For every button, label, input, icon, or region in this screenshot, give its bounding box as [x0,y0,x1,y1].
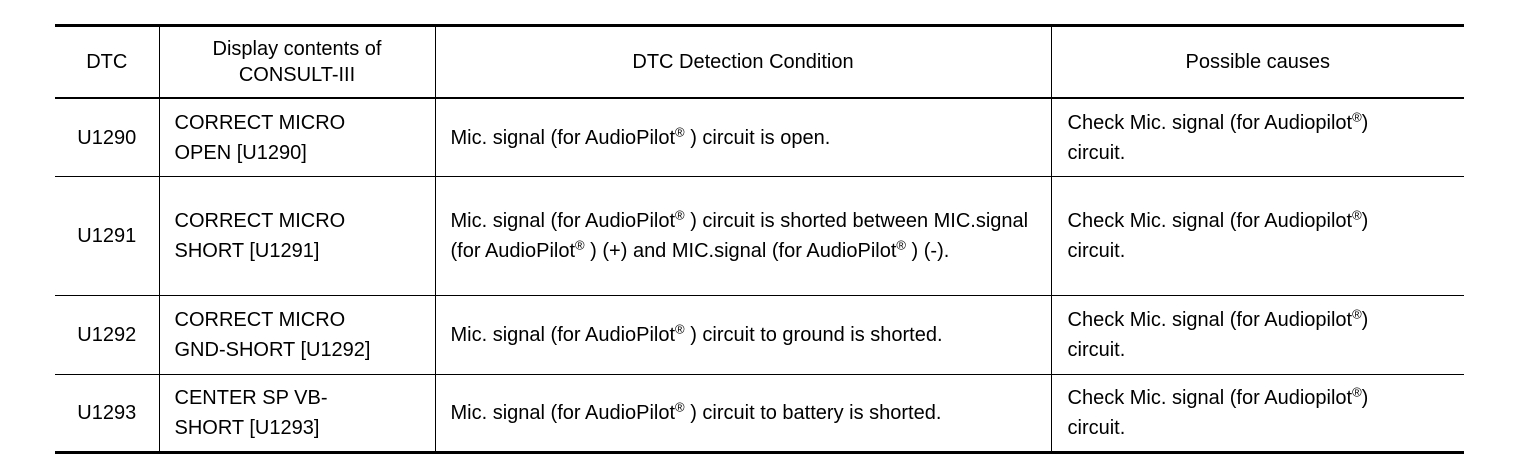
table-row: U1290 CORRECT MICRO OPEN [U1290] Mic. si… [55,98,1464,177]
registered-mark: ® [675,123,685,139]
registered-mark: ® [896,237,906,253]
dtc-code: U1290 [55,98,160,177]
header-dtc: DTC [55,24,160,99]
registered-mark: ® [1352,108,1362,124]
table-row: U1293 CENTER SP VB- SHORT [U1293] Mic. s… [55,374,1464,454]
dtc-table: DTC Display contents of CONSULT-III DTC … [55,24,1464,454]
detection-condition: Mic. signal (for AudioPilot® ) circuit t… [434,374,1052,454]
registered-mark: ® [1352,207,1362,223]
detection-condition: Mic. signal (for AudioPilot® ) circuit i… [434,98,1052,177]
display-contents: CENTER SP VB- SHORT [U1293] [158,374,436,454]
possible-causes: Check Mic. signal (for Audiopilot®)circu… [1050,374,1464,454]
registered-mark: ® [1352,384,1362,400]
dtc-code: U1292 [55,295,160,375]
dtc-code: U1293 [55,374,160,454]
possible-causes: Check Mic. signal (for Audiopilot®)circu… [1050,98,1464,177]
registered-mark: ® [575,237,585,253]
display-contents: CORRECT MICRO SHORT [U1291] [158,176,436,296]
table-row: U1291 CORRECT MICRO SHORT [U1291] Mic. s… [55,176,1464,296]
table-header-row: DTC Display contents of CONSULT-III DTC … [55,24,1464,99]
header-detection-condition: DTC Detection Condition [434,24,1052,99]
registered-mark: ® [675,399,685,415]
detection-condition: Mic. signal (for AudioPilot® ) circuit i… [434,176,1052,296]
dtc-code: U1291 [55,176,160,296]
header-possible-causes: Possible causes [1050,24,1464,99]
display-contents: CORRECT MICRO GND-SHORT [U1292] [158,295,436,375]
registered-mark: ® [675,321,685,337]
header-display-contents: Display contents of CONSULT-III [158,24,436,99]
registered-mark: ® [675,207,685,223]
possible-causes: Check Mic. signal (for Audiopilot®)circu… [1050,295,1464,375]
registered-mark: ® [1352,306,1362,322]
table-row: U1292 CORRECT MICRO GND-SHORT [U1292] Mi… [55,295,1464,375]
possible-causes: Check Mic. signal (for Audiopilot®)circu… [1050,176,1464,296]
display-contents: CORRECT MICRO OPEN [U1290] [158,98,436,177]
detection-condition: Mic. signal (for AudioPilot® ) circuit t… [434,295,1052,375]
